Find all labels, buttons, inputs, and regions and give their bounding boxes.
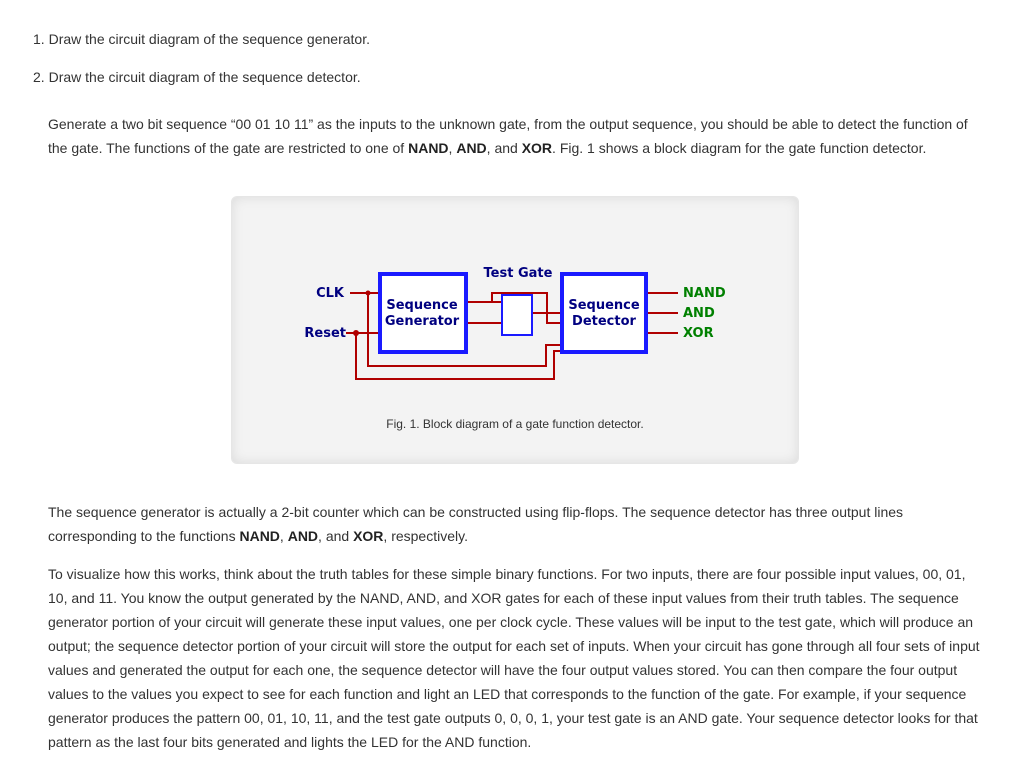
gen-to-detector-wire [491,292,562,324]
clk-to-detector-wire [367,293,562,367]
output-nand-label: NAND [683,286,726,301]
output-and-label: AND [683,306,715,321]
list-text: Draw the circuit diagram of the sequence… [48,69,361,85]
para2-text-end: , respectively. [383,528,468,544]
detector-label-line1: Sequence [568,298,640,313]
list-number: 2. [33,69,45,85]
generator-label-line1: Sequence [386,298,458,313]
detector-label-line2: Detector [572,314,636,329]
separator: , [448,140,457,156]
output-xor-label: XOR [683,326,714,341]
generator-label-line2: Generator [385,314,460,329]
term-nand: NAND [239,528,280,544]
reset-to-detector-wire [355,333,562,380]
test-gate-label: Test Gate [484,266,553,281]
list-item-2: 2. Draw the circuit diagram of the seque… [33,67,361,87]
term-nand: NAND [408,140,449,156]
para2-text: The sequence generator is actually a 2-b… [48,504,904,544]
separator: , [279,528,288,544]
intro-text: Generate a two bit sequence “00 01 10 11… [48,116,968,156]
figure-caption: Fig. 1. Block diagram of a gate function… [386,417,644,431]
list-item-1: 1. Draw the circuit diagram of the seque… [33,29,370,49]
reset-junction [353,330,359,336]
list-number: 1. [33,31,45,47]
block-diagram: CLK Reset Test Gate Sequence Generator S… [304,266,726,380]
separator: , and [486,140,522,156]
term-and: AND [456,140,487,156]
reset-label: Reset [304,326,346,341]
sequence-generator-block [378,272,468,354]
term-xor: XOR [353,528,384,544]
separator: , and [318,528,354,544]
sequence-detector-block [560,272,648,354]
term-and: AND [287,528,319,544]
intro-paragraph: Generate a two bit sequence “00 01 10 11… [48,112,983,160]
visualization-paragraph: To visualize how this works, think about… [48,566,980,750]
clk-label: CLK [316,286,345,301]
list-text: Draw the circuit diagram of the sequence… [48,31,370,47]
term-xor: XOR [521,140,553,156]
generator-description-paragraph: The sequence generator is actually a 2-b… [48,500,983,548]
wires [346,292,678,380]
clk-junction [365,290,371,296]
figure-panel: CLK Reset Test Gate Sequence Generator S… [231,196,799,464]
test-gate-block [501,294,533,336]
intro-text-end: . Fig. 1 shows a block diagram for the g… [552,140,927,156]
